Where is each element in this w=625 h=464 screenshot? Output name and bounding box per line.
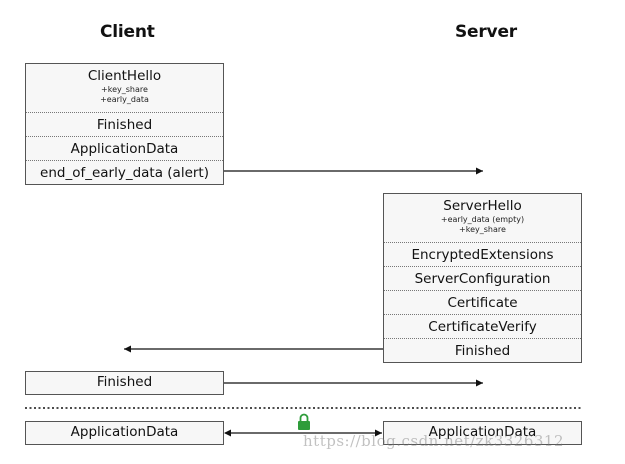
- early-data-ext: +early_data: [100, 95, 149, 104]
- key-share-ext: +key_share: [101, 85, 148, 94]
- server-hello-cell: ServerHello +early_data (empty) +key_sha…: [384, 194, 581, 242]
- early-data-empty-ext: +early_data (empty): [440, 215, 525, 224]
- watermark: https://blog.csdn.net/zk3326312: [303, 432, 565, 450]
- end-of-early-data-cell: end_of_early_data (alert): [26, 160, 223, 184]
- client-finished-early-label: Finished: [96, 117, 153, 133]
- certificate-label: Certificate: [447, 295, 518, 311]
- client-app-data-box: ApplicationData: [25, 421, 224, 445]
- client-early-app-data-cell: ApplicationData: [26, 136, 223, 160]
- client-hello-box: ClientHello +key_share +early_data Finis…: [25, 63, 224, 185]
- client-finished-box: Finished: [25, 371, 224, 395]
- certificate-cell: Certificate: [384, 290, 581, 314]
- server-key-share-ext: +key_share: [459, 225, 506, 234]
- server-configuration-cell: ServerConfiguration: [384, 266, 581, 290]
- client-header: Client: [100, 22, 155, 42]
- server-hello-label: ServerHello: [443, 198, 522, 214]
- encrypted-extensions-label: EncryptedExtensions: [411, 247, 554, 263]
- client-early-app-data-label: ApplicationData: [70, 141, 179, 157]
- server-hello-box: ServerHello +early_data (empty) +key_sha…: [383, 193, 582, 363]
- server-app-data-box: ApplicationData: [383, 421, 582, 445]
- client-hello-label: ClientHello: [87, 68, 162, 84]
- client-finished-early-cell: Finished: [26, 112, 223, 136]
- server-configuration-label: ServerConfiguration: [414, 271, 551, 287]
- client-app-data-label: ApplicationData: [70, 424, 179, 440]
- client-finished-label: Finished: [96, 374, 153, 390]
- certificate-verify-label: CertificateVerify: [428, 319, 537, 335]
- client-hello-cell: ClientHello +key_share +early_data: [26, 64, 223, 112]
- server-header: Server: [455, 22, 517, 42]
- end-of-early-data-label: end_of_early_data (alert): [40, 165, 209, 181]
- server-finished-label: Finished: [454, 343, 511, 359]
- server-app-data-label: ApplicationData: [428, 424, 537, 440]
- encrypted-extensions-cell: EncryptedExtensions: [384, 242, 581, 266]
- lock-icon: [298, 413, 310, 430]
- server-finished-cell: Finished: [384, 338, 581, 362]
- certificate-verify-cell: CertificateVerify: [384, 314, 581, 338]
